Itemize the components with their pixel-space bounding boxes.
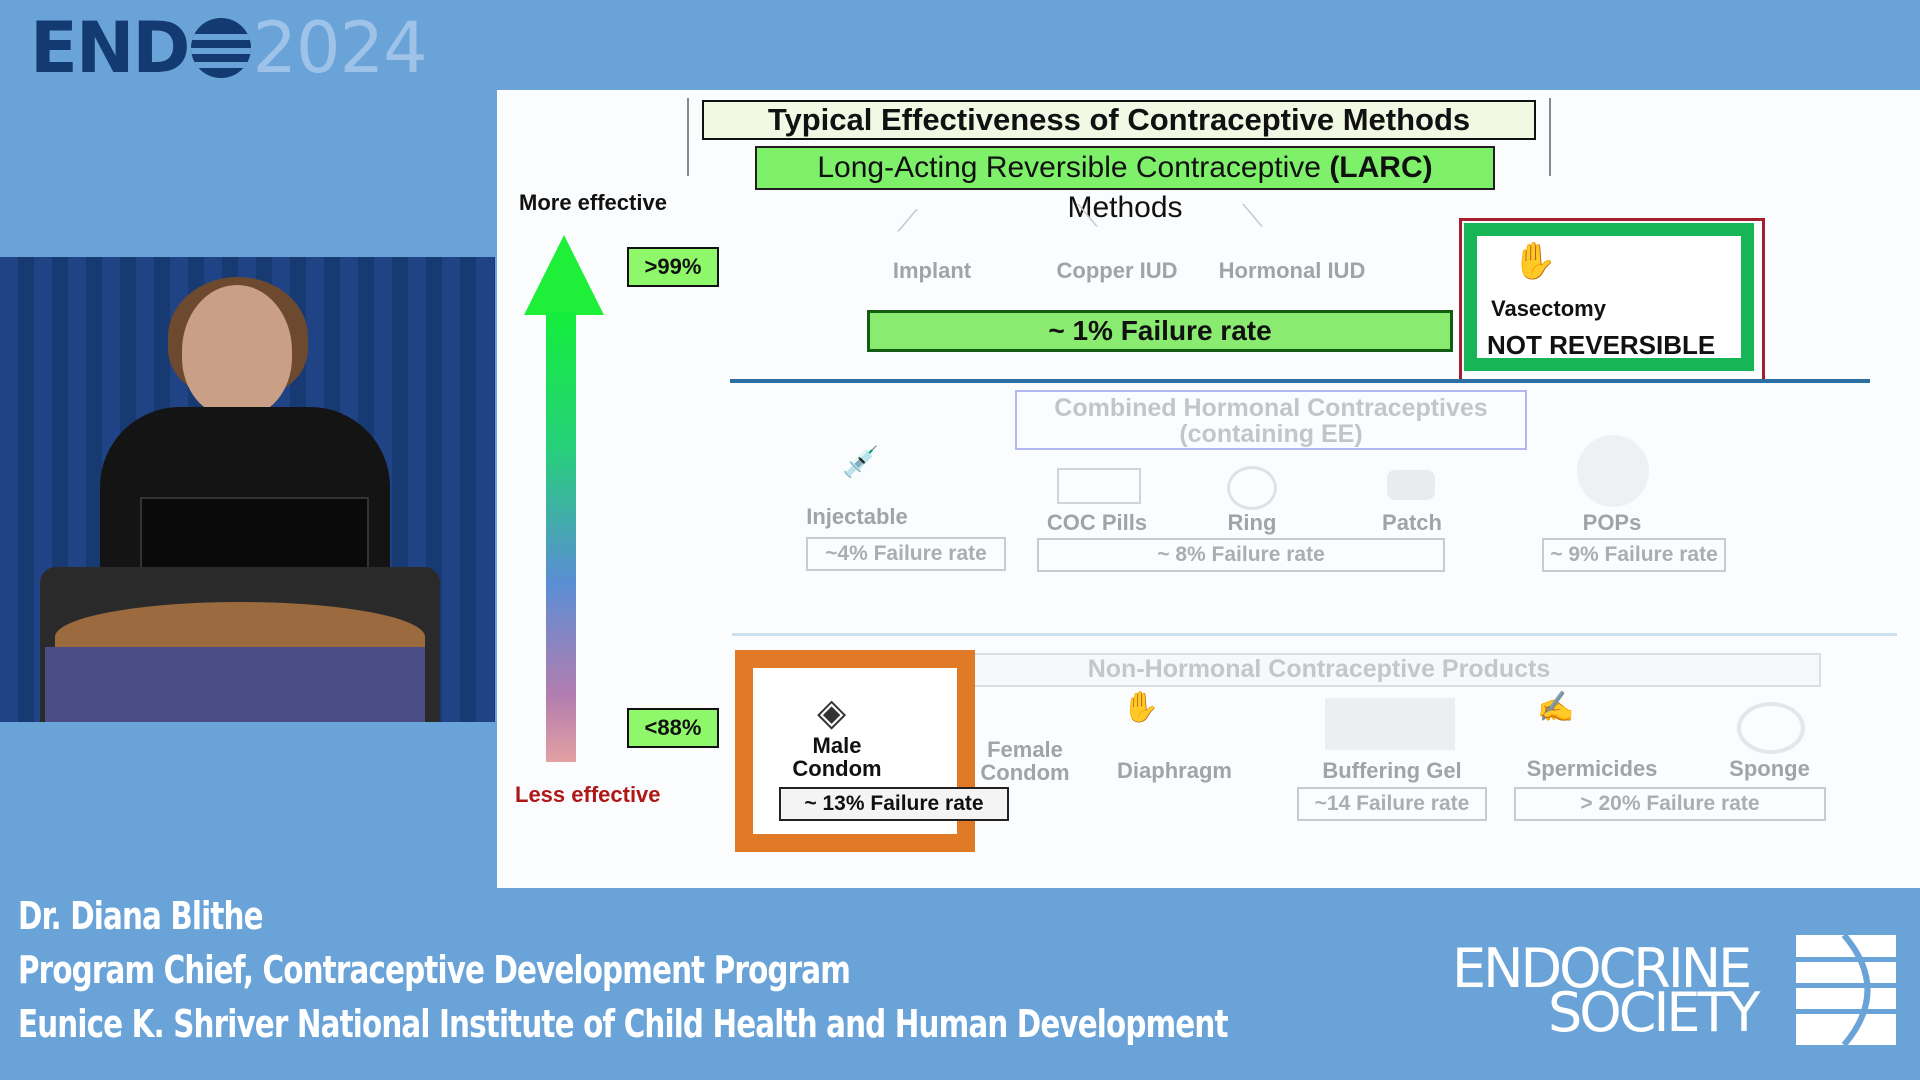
chc-patch: Patch: [1382, 510, 1442, 535]
larc-failure-rate: ~ 1% Failure rate: [867, 310, 1453, 352]
pct-low-badge: <88%: [627, 708, 719, 748]
larc-hormonal-iud: Hormonal IUD: [1218, 258, 1366, 283]
hands-icon: ✋: [1512, 240, 1557, 281]
diaphragm-label: Diaphragm: [1117, 758, 1232, 783]
less-effective-label: Less effective: [515, 782, 661, 807]
divider: [730, 379, 1870, 383]
injectable-failure-rate: ~4% Failure rate: [806, 537, 1006, 571]
pill-icon: [1577, 435, 1649, 507]
larc-copper-iud: Copper IUD: [1056, 258, 1178, 283]
arrow-up-icon: [524, 235, 604, 315]
speaker-name: Dr. Diana Blithe: [18, 894, 264, 938]
female-condom-label: Female Condom: [980, 737, 1070, 785]
buffering-gel-label: Buffering Gel: [1322, 758, 1462, 783]
endo-logo-word: END: [30, 7, 191, 89]
pct-high-badge: >99%: [627, 247, 719, 287]
spermicides-label: Spermicides: [1526, 756, 1658, 781]
spermicide-icon: ✍: [1537, 691, 1575, 724]
sponge-label: Sponge: [1729, 756, 1810, 781]
speaker-title: Program Chief, Contraceptive Development…: [18, 948, 851, 992]
endo-2024-logo: END 2024: [30, 7, 428, 89]
vasectomy-label: Vasectomy: [1491, 296, 1606, 321]
patch-icon: [1387, 470, 1435, 500]
divider: [732, 633, 1897, 636]
iud-icon: ⟍: [1242, 200, 1263, 233]
chc-coc-pills: COC Pills: [1046, 510, 1148, 535]
presentation-slide: Typical Effectiveness of Contraceptive M…: [497, 90, 1920, 888]
chc-pops: POPs: [1582, 510, 1642, 535]
male-condom-failure-rate: ~ 13% Failure rate: [779, 787, 1009, 821]
iud-icon: ⟍: [1077, 200, 1098, 233]
male-condom-label: Male Condom: [792, 733, 882, 781]
implant-icon: ⟋: [897, 205, 918, 238]
sponge-icon: [1737, 702, 1805, 754]
society-logo-line1: ENDOCRINE: [1452, 937, 1752, 1000]
nonhormonal-heading: Non-Hormonal Contraceptive Products: [817, 653, 1821, 687]
gel-failure-rate: ~14 Failure rate: [1297, 787, 1487, 821]
condom-icon: ◈: [817, 692, 847, 734]
larc-implant: Implant: [892, 258, 972, 283]
effectiveness-gradient-bar: [546, 312, 576, 762]
chc-injectable: Injectable: [806, 504, 908, 529]
pill-pack-icon: [1057, 468, 1141, 504]
slide-subtitle: Long-Acting Reversible Contraceptive (LA…: [755, 146, 1495, 224]
endo-logo-year: 2024: [252, 7, 428, 89]
society-mark-icon: [1796, 935, 1896, 1045]
chc-ring: Ring: [1227, 510, 1277, 535]
vasectomy-panel: [1464, 223, 1754, 371]
pops-failure-rate: ~ 9% Failure rate: [1542, 538, 1726, 572]
speaker-organization: Eunice K. Shriver National Institute of …: [18, 1002, 1229, 1046]
more-effective-label: More effective: [519, 190, 667, 215]
society-logo-line2: SOCIETY: [1548, 981, 1761, 1044]
title-frame: [687, 98, 1551, 176]
vasectomy-note: NOT REVERSIBLE: [1487, 330, 1716, 360]
slide-title: Typical Effectiveness of Contraceptive M…: [702, 100, 1536, 140]
speaker-video: [0, 257, 495, 722]
chc-heading: Combined Hormonal Contraceptives(contain…: [1015, 390, 1527, 450]
globe-icon: [190, 18, 251, 78]
syringe-icon: 💉: [842, 446, 880, 479]
ring-icon: [1227, 466, 1277, 510]
sponge-failure-rate: > 20% Failure rate: [1514, 787, 1826, 821]
diaphragm-icon: ✋: [1122, 691, 1160, 724]
combined-failure-rate: ~ 8% Failure rate: [1037, 538, 1445, 572]
gel-icon: [1325, 698, 1455, 750]
